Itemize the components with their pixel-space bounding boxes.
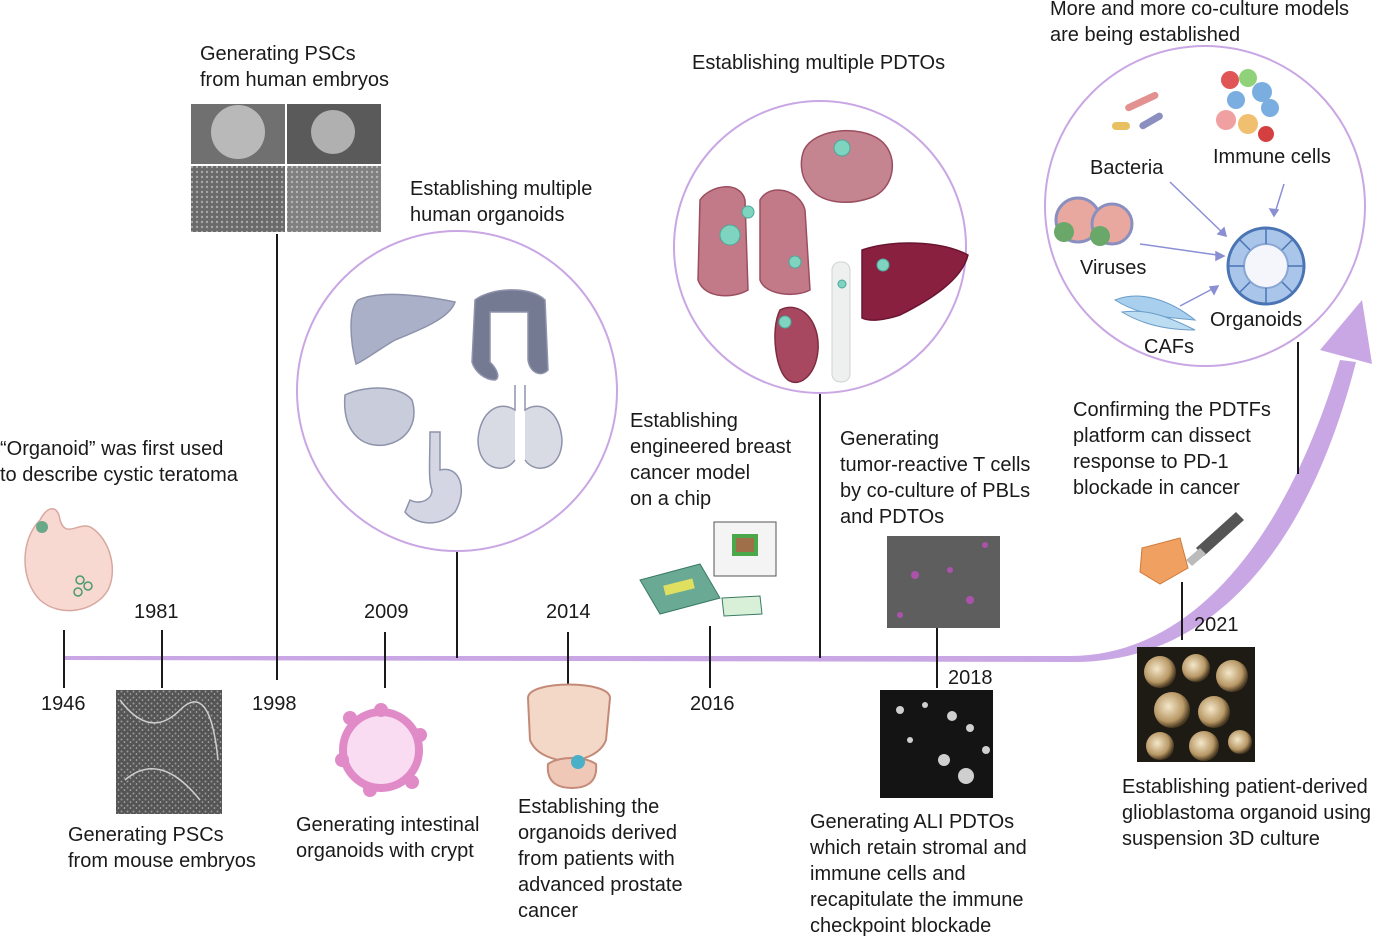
year-2018: 2018 <box>948 667 993 689</box>
pdtos-circle <box>673 100 967 394</box>
chip-device-illustration <box>639 521 777 617</box>
lungs-icon <box>477 385 563 469</box>
event-2021-top-text: Confirming the PDTFs platform can dissec… <box>1073 399 1271 499</box>
label-viruses: Viruses <box>1080 257 1147 279</box>
lung-right-icon <box>759 189 811 296</box>
t-cells-micrograph <box>887 536 1000 628</box>
event-1998-text: Generating PSCs from human embryos <box>200 43 389 91</box>
event-2018-bottom-text: Generating ALI PDTOs which retain stroma… <box>810 811 1027 937</box>
ali-pdto-micrograph <box>880 690 993 798</box>
event-2009-top-text: Establishing multiple human organoids <box>410 178 593 226</box>
event-pdtos-text: Establishing multiple PDTOs <box>692 52 946 74</box>
timeline-arrow <box>64 300 1372 663</box>
year-2009: 2009 <box>364 601 409 623</box>
cafs-icon <box>1113 295 1197 331</box>
embryo-illustration <box>24 508 114 612</box>
event-2018-top-text: Generating tumor-reactive T cells by co-… <box>840 428 1031 528</box>
year-1998: 1998 <box>252 693 297 715</box>
label-immune-cells: Immune cells <box>1213 146 1331 168</box>
viruses-icon <box>1054 196 1134 246</box>
event-coculture-text: More and more co-culture models are bein… <box>1050 0 1350 46</box>
coculture-illustration <box>1054 69 1306 331</box>
event-2021-bottom-text: Establishing patient-derived glioblastom… <box>1122 776 1372 850</box>
event-2009-bottom-text: Generating intestinal organoids with cry… <box>296 814 480 862</box>
grey-organs <box>343 289 563 524</box>
organoid-icon <box>1226 226 1306 306</box>
event-1946-text: “Organoid” was first used to describe cy… <box>0 438 238 486</box>
label-cafs: CAFs <box>1144 336 1194 358</box>
small-intestine-icon <box>343 387 415 447</box>
year-2016: 2016 <box>690 693 735 715</box>
bacteria-icon <box>1112 91 1163 130</box>
brain-icon <box>800 129 894 203</box>
event-1981-text: Generating PSCs from mouse embryos <box>68 824 256 872</box>
intestinal-organoid-icon <box>335 703 427 797</box>
immune-cells-icon <box>1216 69 1279 142</box>
year-2021: 2021 <box>1194 614 1239 636</box>
prostate-icon <box>526 683 612 790</box>
year-1981: 1981 <box>134 601 179 623</box>
human-psc-micrographs <box>191 104 381 232</box>
pdto-organs <box>697 129 969 383</box>
colon-icon <box>471 289 549 381</box>
timeline-ticks <box>63 234 1299 688</box>
label-bacteria: Bacteria <box>1090 157 1164 179</box>
event-2016-text: Establishing engineered breast cancer mo… <box>630 410 792 510</box>
event-2014-text: Establishing the organoids derived from … <box>518 796 683 922</box>
mouse-psc-micrograph <box>116 690 222 814</box>
bone-icon <box>831 261 851 383</box>
tissue-scalpel-icon <box>1139 512 1244 585</box>
stomach-icon <box>404 431 463 524</box>
year-1946: 1946 <box>41 693 86 715</box>
liver-icon <box>350 293 456 365</box>
label-organoids: Organoids <box>1210 309 1303 331</box>
year-2014: 2014 <box>546 601 591 623</box>
